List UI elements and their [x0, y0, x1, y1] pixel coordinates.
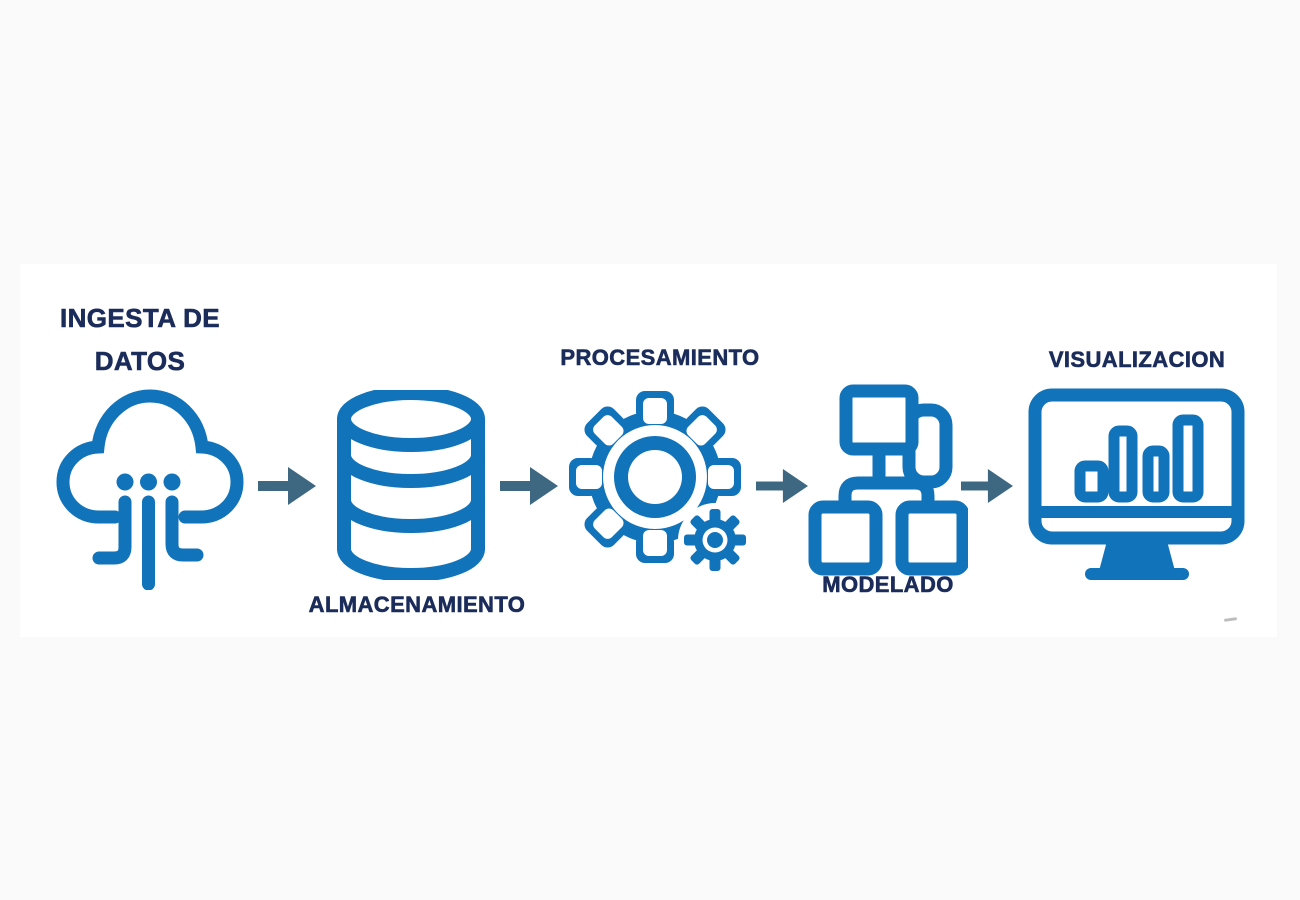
label-line-1: INGESTA DE	[59, 303, 220, 334]
cloud-data-ingestion-icon	[56, 389, 244, 590]
flow-arrow-icon	[756, 468, 808, 504]
stage-label-ingesta-de-datos: INGESTA DE DATOS	[40, 297, 240, 383]
stage-label-procesamiento: PROCESAMIENTO	[560, 345, 760, 371]
flow-arrow-icon	[500, 467, 558, 505]
stage-label-visualizacion: VISUALIZACION	[1048, 347, 1226, 373]
stage-label-almacenamiento: ALMACENAMIENTO	[308, 592, 526, 618]
database-cylinder-icon	[337, 390, 485, 580]
stage-label-modelado: MODELADO	[822, 572, 954, 598]
flow-arrow-icon	[961, 468, 1013, 504]
sitemap-hierarchy-icon	[808, 384, 968, 576]
gears-icon	[569, 391, 752, 577]
flow-arrow-icon	[258, 467, 316, 505]
label-line-2: DATOS	[94, 346, 186, 377]
monitor-bar-chart-icon	[1028, 388, 1245, 580]
